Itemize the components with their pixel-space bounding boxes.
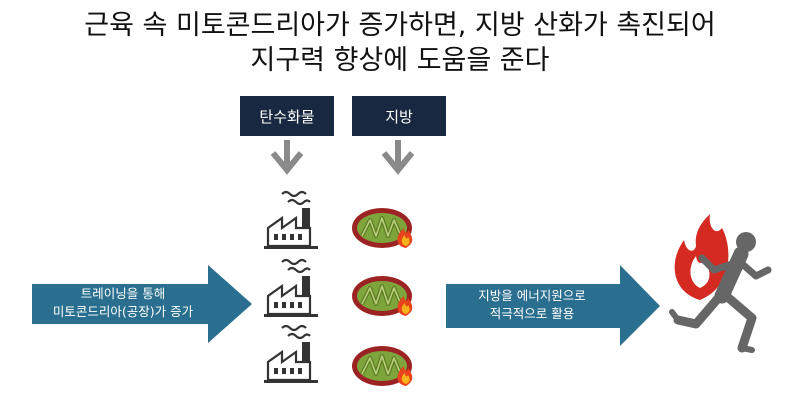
mitochondria-icon bbox=[350, 274, 415, 318]
right-arrow-line-2: 적극적으로 활용 bbox=[489, 306, 575, 321]
factory-icon bbox=[262, 190, 320, 251]
carbohydrate-label: 탄수화물 bbox=[240, 96, 334, 136]
right-arrow-text: 지방을 에너지원으로 적극적으로 활용 bbox=[446, 287, 618, 323]
left-arrow-text: 트레이닝을 통해 미토콘드리아(공장)가 증가 bbox=[28, 285, 218, 321]
factory-icon bbox=[262, 324, 320, 385]
factory-icon bbox=[262, 258, 320, 319]
fat-label: 지방 bbox=[352, 96, 446, 136]
mitochondria-icon bbox=[350, 344, 415, 388]
down-arrow-carbohydrate bbox=[270, 140, 304, 175]
right-arrow-line-1: 지방을 에너지원으로 bbox=[478, 288, 586, 303]
right-arrow-shape bbox=[446, 265, 660, 346]
title-line-1: 근육 속 미토콘드리아가 증가하면, 지방 산화가 촉진되어 bbox=[84, 10, 716, 41]
left-arrow-shape bbox=[32, 265, 252, 343]
left-arrow-line-1: 트레이닝을 통해 bbox=[80, 286, 166, 301]
title-line-2: 지구력 향상에 도움을 준다 bbox=[250, 45, 550, 76]
mitochondria-icon bbox=[350, 206, 415, 250]
runner-icon bbox=[669, 232, 772, 353]
left-arrow-line-2: 미토콘드리아(공장)가 증가 bbox=[52, 304, 194, 319]
down-arrow-fat bbox=[381, 140, 415, 175]
